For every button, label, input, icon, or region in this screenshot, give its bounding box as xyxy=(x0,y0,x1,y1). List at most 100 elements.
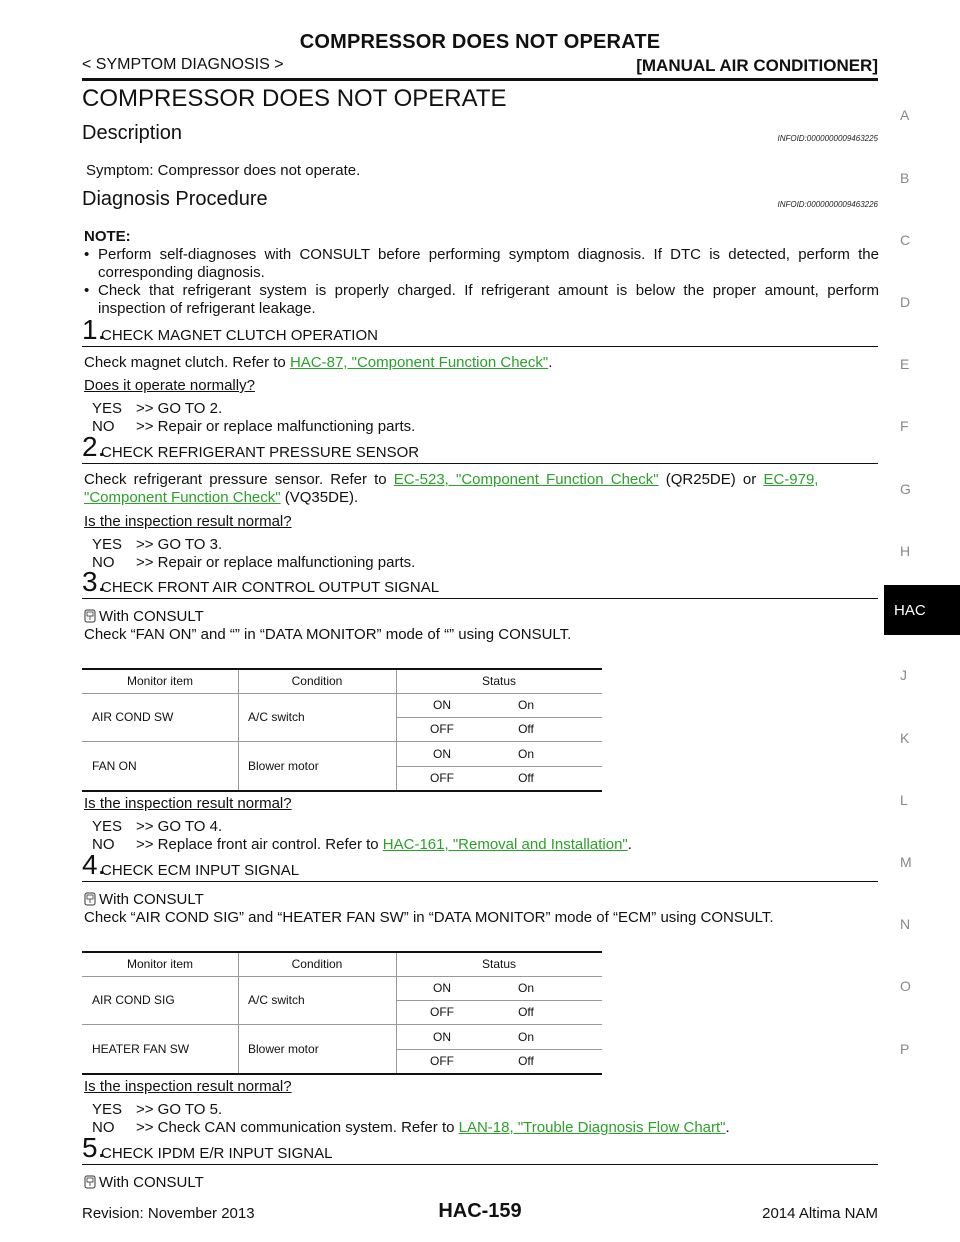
table-cell: OFF xyxy=(430,771,454,785)
table-header: Status xyxy=(481,674,517,688)
table-cell: FAN ON xyxy=(92,759,137,773)
step-5-with: With CONSULT xyxy=(84,1174,204,1191)
step-1-heading: 1. CHECK MAGNET CLUTCH OPERATION xyxy=(82,314,878,347)
running-header-title: COMPRESSOR DOES NOT OPERATE xyxy=(299,31,661,53)
consult-tool-icon xyxy=(84,1175,96,1189)
step-2-text: Check refrigerant pressure sensor. Refer… xyxy=(84,471,819,488)
step-4-question: Is the inspection result normal? xyxy=(84,1078,292,1095)
footer-model: 2014 Altima NAM xyxy=(762,1205,878,1222)
table-cell: ON xyxy=(433,698,451,712)
page-number: HAC-159 xyxy=(438,1200,522,1222)
header-rule xyxy=(82,78,878,81)
side-index-letter: L xyxy=(900,792,908,808)
step-number: 4. xyxy=(82,849,106,880)
step-1-text: Check magnet clutch. Refer to HAC-87, "C… xyxy=(84,354,553,371)
monitor-table-1: Monitor item Condition Status AIR COND S… xyxy=(82,668,602,792)
step-3-with: With CONSULT xyxy=(84,608,204,625)
side-index-letter: K xyxy=(900,730,910,746)
ref-link-ec-979-title[interactable]: "Component Function Check" xyxy=(84,489,281,506)
side-index-letter: O xyxy=(900,978,911,994)
note-item: •Perform self-diagnoses with CONSULT bef… xyxy=(84,246,879,281)
table-header: Monitor item xyxy=(126,674,194,688)
step-1-question: Does it operate normally? xyxy=(84,377,255,394)
table-cell: ON xyxy=(433,981,451,995)
table-cell: On xyxy=(517,747,534,761)
description-infoid: INFOID:0000000009463225 xyxy=(777,134,878,143)
step-3-yes: YES>> GO TO 4. xyxy=(92,818,223,835)
ref-link-ec-523[interactable]: EC-523, "Component Function Check" xyxy=(393,471,659,488)
table-cell: Off xyxy=(518,1005,534,1019)
step-title: CHECK IPDM E/R INPUT SIGNAL xyxy=(101,1145,333,1162)
note-item: •Check that refrigerant system is proper… xyxy=(84,282,879,317)
step-number: 1. xyxy=(82,314,106,345)
table-cell: AIR COND SIG xyxy=(92,993,175,1007)
side-index-letter: N xyxy=(900,916,911,932)
step-title: CHECK MAGNET CLUTCH OPERATION xyxy=(101,327,378,344)
table-cell: Off xyxy=(518,771,534,785)
table-cell: On xyxy=(517,981,534,995)
page-title: COMPRESSOR DOES NOT OPERATE xyxy=(82,85,507,112)
monitor-table-2: Monitor item Condition Status AIR COND S… xyxy=(82,951,602,1075)
description-heading: Description xyxy=(82,122,183,144)
symptom-text: Symptom: Compressor does not operate. xyxy=(86,162,361,179)
step-number: 3. xyxy=(82,566,106,597)
side-index-letter: J xyxy=(900,667,907,683)
side-index-letter: C xyxy=(900,232,911,248)
step-4-no: NO>> Check CAN communication system. Ref… xyxy=(92,1119,730,1136)
ref-link-ec-979[interactable]: EC-979, xyxy=(763,471,819,488)
table-cell: HEATER FAN SW xyxy=(92,1042,190,1056)
table-cell: On xyxy=(517,698,534,712)
table-cell: OFF xyxy=(430,1054,454,1068)
step-2-question: Is the inspection result normal? xyxy=(84,513,292,530)
step-2-text-cont: "Component Function Check" (VQ35DE). xyxy=(84,489,359,506)
table-header: Monitor item xyxy=(126,957,194,971)
table-header: Condition xyxy=(291,674,343,688)
step-4-heading: 4. CHECK ECM INPUT SIGNAL xyxy=(82,849,878,882)
step-2-heading: 2. CHECK REFRIGERANT PRESSURE SENSOR xyxy=(82,431,878,464)
side-index-letter: H xyxy=(900,543,911,559)
ref-link-hac-161[interactable]: HAC-161, "Removal and Installation" xyxy=(382,836,628,853)
side-index-letter: E xyxy=(900,356,910,372)
side-index-letter: B xyxy=(900,170,910,186)
table-cell: A/C switch xyxy=(248,993,305,1007)
header-section-label: < SYMPTOM DIAGNOSIS > xyxy=(82,56,284,73)
side-index-letter: G xyxy=(900,481,911,497)
step-title: CHECK ECM INPUT SIGNAL xyxy=(101,862,300,879)
step-3-heading: 3. CHECK FRONT AIR CONTROL OUTPUT SIGNAL xyxy=(82,566,878,599)
step-3-question: Is the inspection result normal? xyxy=(84,795,292,812)
step-title: CHECK REFRIGERANT PRESSURE SENSOR xyxy=(101,444,420,461)
step-5-heading: 5. CHECK IPDM E/R INPUT SIGNAL xyxy=(82,1132,878,1165)
header-system-label: [MANUAL AIR CONDITIONER] xyxy=(636,56,878,75)
table-cell: A/C switch xyxy=(248,710,305,724)
step-number: 2. xyxy=(82,431,106,462)
step-3-check: Check “FAN ON” and “” in “DATA MONITOR” … xyxy=(84,626,572,643)
side-index-letter: P xyxy=(900,1041,910,1057)
procedure-heading: Diagnosis Procedure xyxy=(82,188,268,210)
table-cell: ON xyxy=(433,747,451,761)
table-cell: AIR COND SW xyxy=(92,710,174,724)
step-number: 5. xyxy=(82,1132,106,1163)
table-cell: OFF xyxy=(430,1005,454,1019)
step-4-check: Check “AIR COND SIG” and “HEATER FAN SW”… xyxy=(84,909,774,926)
ref-link-lan-18[interactable]: LAN-18, "Trouble Diagnosis Flow Chart" xyxy=(458,1119,726,1136)
side-index-letter: M xyxy=(900,854,912,870)
side-index-letter: F xyxy=(900,418,909,434)
ref-link-hac-87[interactable]: HAC-87, "Component Function Check" xyxy=(289,354,549,371)
table-cell: Off xyxy=(518,722,534,736)
section-tab-hac[interactable]: HAC xyxy=(884,585,960,635)
procedure-infoid: INFOID:0000000009463226 xyxy=(777,200,878,209)
table-cell: Blower motor xyxy=(248,1042,319,1056)
step-1-yes: YES>> GO TO 2. xyxy=(92,400,223,417)
step-1-no: NO>> Repair or replace malfunctioning pa… xyxy=(92,418,416,435)
table-header: Status xyxy=(481,957,517,971)
consult-tool-icon xyxy=(84,892,96,906)
step-4-with: With CONSULT xyxy=(84,891,204,908)
table-header: Condition xyxy=(291,957,343,971)
side-index-letter: D xyxy=(900,294,911,310)
step-2-no: NO>> Repair or replace malfunctioning pa… xyxy=(92,554,416,571)
step-3-no: NO>> Replace front air control. Refer to… xyxy=(92,836,632,853)
side-index-letter: A xyxy=(900,107,910,123)
table-cell: ON xyxy=(433,1030,451,1044)
step-title: CHECK FRONT AIR CONTROL OUTPUT SIGNAL xyxy=(101,579,440,596)
table-cell: Off xyxy=(518,1054,534,1068)
